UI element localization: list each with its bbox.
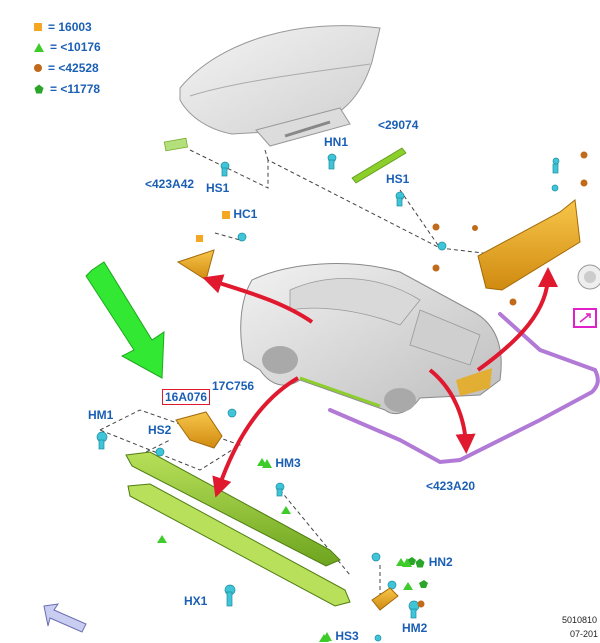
- rocker-molding-upper: [125, 451, 341, 567]
- triangle-icon: [34, 42, 44, 52]
- callout-hm2: HM2: [402, 621, 428, 635]
- callout-text: HS3: [335, 629, 359, 643]
- legend-text: = <11778: [50, 82, 101, 96]
- callout-hs3: HS3: [322, 629, 359, 643]
- bracket-16a076: [175, 411, 223, 449]
- nut-symbols: [417, 151, 588, 608]
- document-number: 5010810: [562, 615, 598, 625]
- pentagon-icon: [34, 84, 44, 94]
- callout-hc1: HC1: [222, 207, 257, 221]
- trunk-molding: [328, 312, 600, 465]
- legend-row-pentagon: = <11778: [34, 81, 100, 97]
- trunk-trim-panel: [477, 199, 600, 291]
- legend-row-circle: = <42528: [34, 60, 99, 76]
- bracket-hc1: [176, 249, 215, 281]
- reference-link-icon[interactable]: [573, 308, 597, 328]
- callout-hs1: HS1: [206, 181, 230, 195]
- legend-text: = <10176: [50, 40, 101, 54]
- bracket-hn2: [371, 587, 399, 611]
- latch-striker-bar: [351, 147, 407, 184]
- callout-hx1: HX1: [184, 594, 208, 608]
- callout-hs1: HS1: [386, 172, 410, 186]
- callout-text: HC1: [233, 207, 258, 221]
- callout-17c756: 17C756: [212, 379, 255, 393]
- trunk-lid: [179, 25, 381, 147]
- triangle-icon: [262, 459, 272, 469]
- legend-text: = <42528: [48, 61, 99, 75]
- location-arrows: [202, 267, 558, 498]
- circle-icon: [34, 64, 42, 72]
- pentagon-icon: [415, 558, 425, 568]
- clip-fasteners: [96, 137, 560, 642]
- callout-hm1: HM1: [88, 408, 114, 422]
- callout-hn2: HN2: [402, 555, 453, 569]
- legend-row-triangle: = <10176: [34, 39, 101, 55]
- callout-423a42: <423A42: [145, 177, 195, 191]
- square-icon: [34, 23, 42, 31]
- callout-16a076: 16A076: [162, 389, 211, 405]
- callout-text: HM3: [275, 456, 301, 470]
- triangle-icon: [322, 632, 332, 642]
- callout-text: HN2: [428, 555, 453, 569]
- callout-423a20: <423A20: [426, 479, 476, 493]
- legend-row-square: = 16003: [34, 19, 92, 35]
- square-icon: [222, 210, 230, 219]
- callout-hm3: HM3: [262, 456, 301, 470]
- highlight-arrow-icon: [85, 261, 165, 379]
- callout-hs2: HS2: [148, 423, 172, 437]
- callout-29074: <29074: [378, 118, 419, 132]
- callout-hn1: HN1: [324, 135, 349, 149]
- document-date: 07-201: [570, 629, 599, 639]
- callout-text: 16A076: [162, 389, 211, 405]
- front-direction-arrow-icon: [43, 603, 87, 633]
- rocker-molding-lower: [127, 483, 351, 607]
- legend-text: = 16003: [48, 20, 92, 34]
- triangle-icon: [402, 558, 412, 568]
